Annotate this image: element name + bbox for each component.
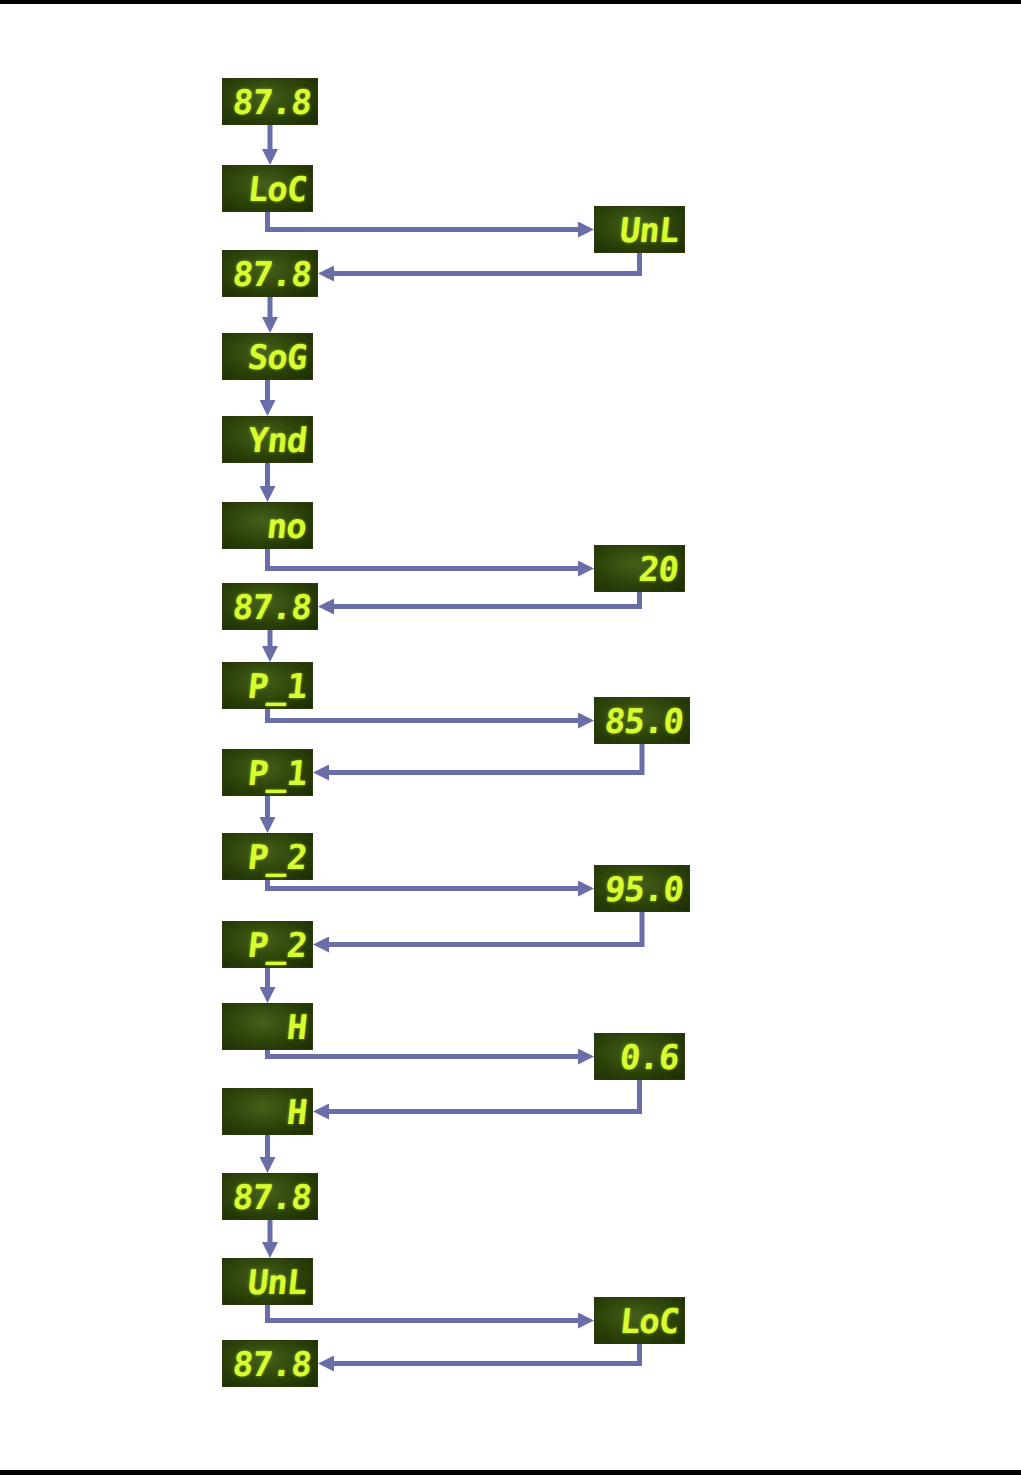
lcd-display: H — [222, 1003, 313, 1050]
flow-arrow — [268, 1305, 585, 1321]
lcd-display: SoG — [222, 333, 313, 380]
flow-arrow — [265, 968, 270, 993]
display-reading: 87.8 — [231, 85, 312, 119]
lcd-display: P_1 — [222, 749, 313, 796]
display-reading: P_2 — [246, 840, 308, 874]
top-rule — [0, 0, 1021, 4]
display-reading: H — [285, 1095, 308, 1129]
lcd-display: LoC — [594, 1297, 685, 1344]
display-reading: 87.8 — [231, 1347, 312, 1381]
display-reading: H — [285, 1010, 308, 1044]
lcd-display: UnL — [222, 1258, 313, 1305]
flow-arrow — [265, 463, 270, 492]
flow-arrow — [268, 125, 273, 155]
display-reading: 0.6 — [618, 1040, 680, 1074]
flow-arrow — [265, 1135, 270, 1163]
lcd-display: 87.8 — [222, 583, 318, 630]
lcd-display: 87.8 — [222, 250, 318, 297]
lcd-display: P_2 — [222, 833, 313, 880]
lcd-display: 87.8 — [222, 1340, 318, 1387]
lcd-display: 85.0 — [594, 697, 690, 744]
flow-arrow — [323, 912, 642, 945]
flow-arrow — [265, 796, 270, 823]
lcd-display: 0.6 — [594, 1033, 685, 1080]
lcd-display: no — [222, 502, 313, 549]
bottom-rule — [0, 1470, 1021, 1475]
lcd-display: P_2 — [222, 921, 313, 968]
flow-arrow — [328, 253, 640, 274]
flow-arrow — [265, 380, 270, 406]
lcd-display: 87.8 — [222, 78, 318, 125]
display-reading: SoG — [246, 340, 308, 374]
flow-arrow — [328, 592, 640, 607]
display-reading: Ynd — [246, 423, 308, 457]
lcd-display: 87.8 — [222, 1173, 318, 1220]
flow-arrow — [268, 630, 273, 652]
flow-arrow — [323, 744, 642, 773]
display-reading: LoC — [246, 172, 308, 206]
display-reading: P_2 — [246, 928, 308, 962]
lcd-display: Ynd — [222, 416, 313, 463]
display-reading: UnL — [618, 213, 680, 247]
display-reading: 20 — [637, 552, 680, 586]
display-reading: LoC — [618, 1304, 680, 1338]
flow-arrow — [268, 1220, 273, 1248]
display-reading: UnL — [246, 1265, 308, 1299]
flow-arrow — [268, 549, 585, 569]
display-reading: 87.8 — [231, 1180, 312, 1214]
flow-arrow — [268, 297, 273, 323]
flow-arrow — [268, 1050, 585, 1057]
flow-arrow — [323, 1080, 640, 1112]
flow-arrow — [328, 1344, 640, 1364]
display-reading: 95.0 — [603, 872, 684, 906]
flow-arrow — [268, 880, 585, 889]
lcd-display: H — [222, 1088, 313, 1135]
display-reading: 87.8 — [231, 257, 312, 291]
display-reading: no — [265, 509, 308, 543]
flow-arrow — [268, 709, 585, 721]
lcd-display: UnL — [594, 206, 685, 253]
display-reading: 85.0 — [603, 704, 684, 738]
lcd-display: 20 — [594, 545, 685, 592]
display-reading: 87.8 — [231, 590, 312, 624]
display-reading: P_1 — [246, 756, 308, 790]
flow-arrow — [268, 212, 585, 230]
lcd-display: LoC — [222, 165, 313, 212]
lcd-display: 95.0 — [594, 865, 690, 912]
lcd-display: P_1 — [222, 662, 313, 709]
display-reading: P_1 — [246, 669, 308, 703]
